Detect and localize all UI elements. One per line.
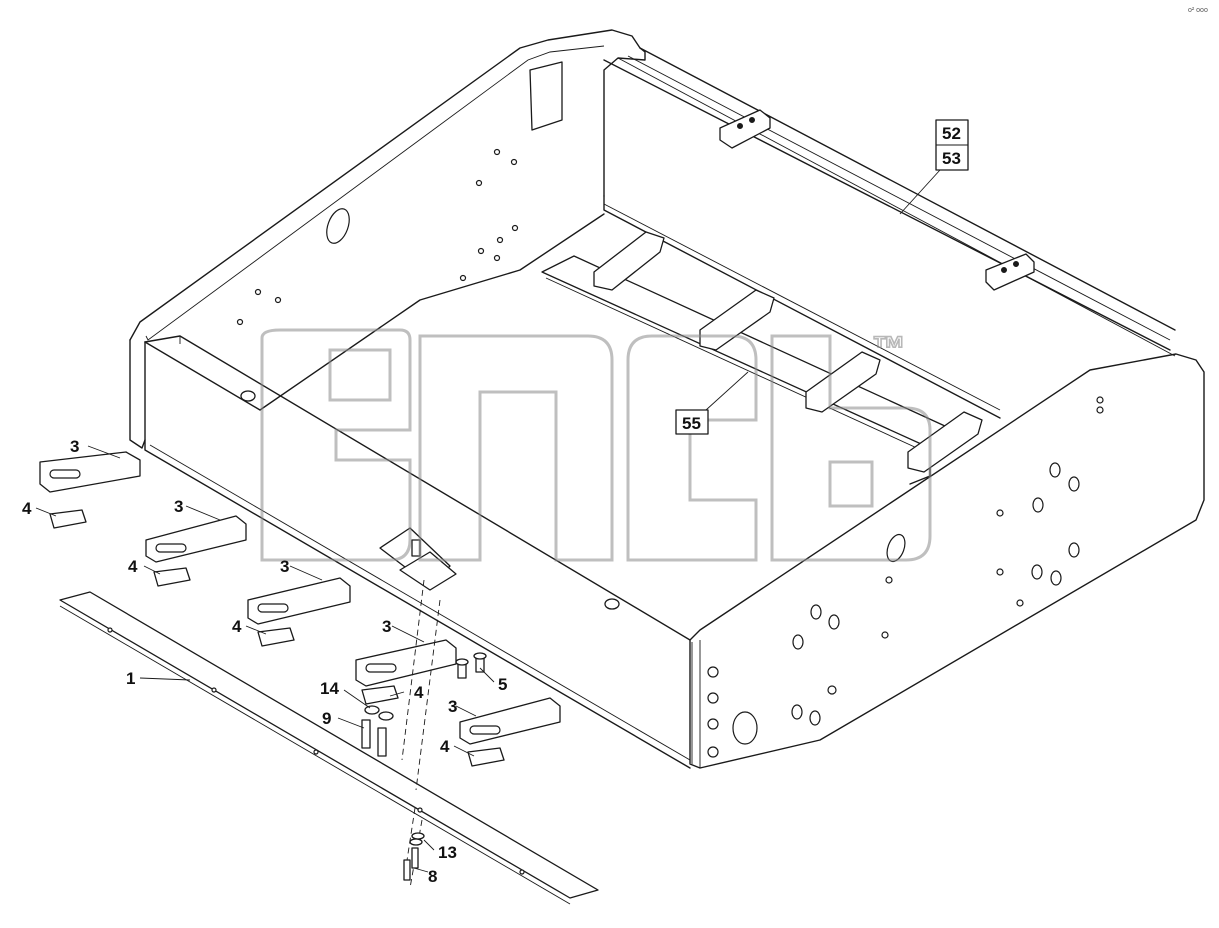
- callout-3-a: 3: [70, 437, 79, 456]
- tooth-bars: [39, 451, 561, 745]
- wear-plates: [49, 509, 505, 767]
- callout-4-d: 4: [414, 683, 424, 702]
- corner-mark: o² ooo: [1188, 7, 1208, 14]
- bucket-body: [129, 29, 1205, 769]
- fasteners: [361, 579, 487, 889]
- callout-3-b: 3: [174, 497, 183, 516]
- leader-lines: [35, 169, 941, 873]
- callout-labels: 3 4 3 4 3 4 3 4 3 4 1 14 9 5 13 8: [22, 437, 507, 886]
- callout-8: 8: [428, 867, 437, 886]
- callout-4-c: 4: [232, 617, 242, 636]
- boxed-callout-53: 53: [942, 149, 961, 168]
- callout-5: 5: [498, 675, 507, 694]
- callout-3-e: 3: [448, 697, 457, 716]
- callout-4-b: 4: [128, 557, 138, 576]
- boxed-callout-55-group: 55: [675, 409, 709, 435]
- boxed-callout-55: 55: [682, 414, 701, 433]
- callout-4-e: 4: [440, 737, 450, 756]
- left-plate-holes: [236, 61, 563, 326]
- callout-3-c: 3: [280, 557, 289, 576]
- callout-13: 13: [438, 843, 457, 862]
- boxed-callout-52: 52: [942, 124, 961, 143]
- cutting-edge: [59, 591, 599, 905]
- watermark-trademark: ™: [872, 330, 906, 368]
- callout-3-d: 3: [382, 617, 391, 636]
- callout-4-a: 4: [22, 499, 32, 518]
- callout-9: 9: [322, 709, 331, 728]
- watermark-logo: ™: [260, 328, 932, 562]
- boxed-callout-52-53: 52 53: [935, 119, 969, 171]
- bracket-parts: [379, 527, 457, 591]
- callout-14: 14: [320, 679, 339, 698]
- blade-tine-holders: [593, 231, 983, 473]
- right-plate-holes: [240, 390, 1104, 758]
- rail-clamps: [719, 109, 1035, 291]
- callout-1: 1: [126, 669, 135, 688]
